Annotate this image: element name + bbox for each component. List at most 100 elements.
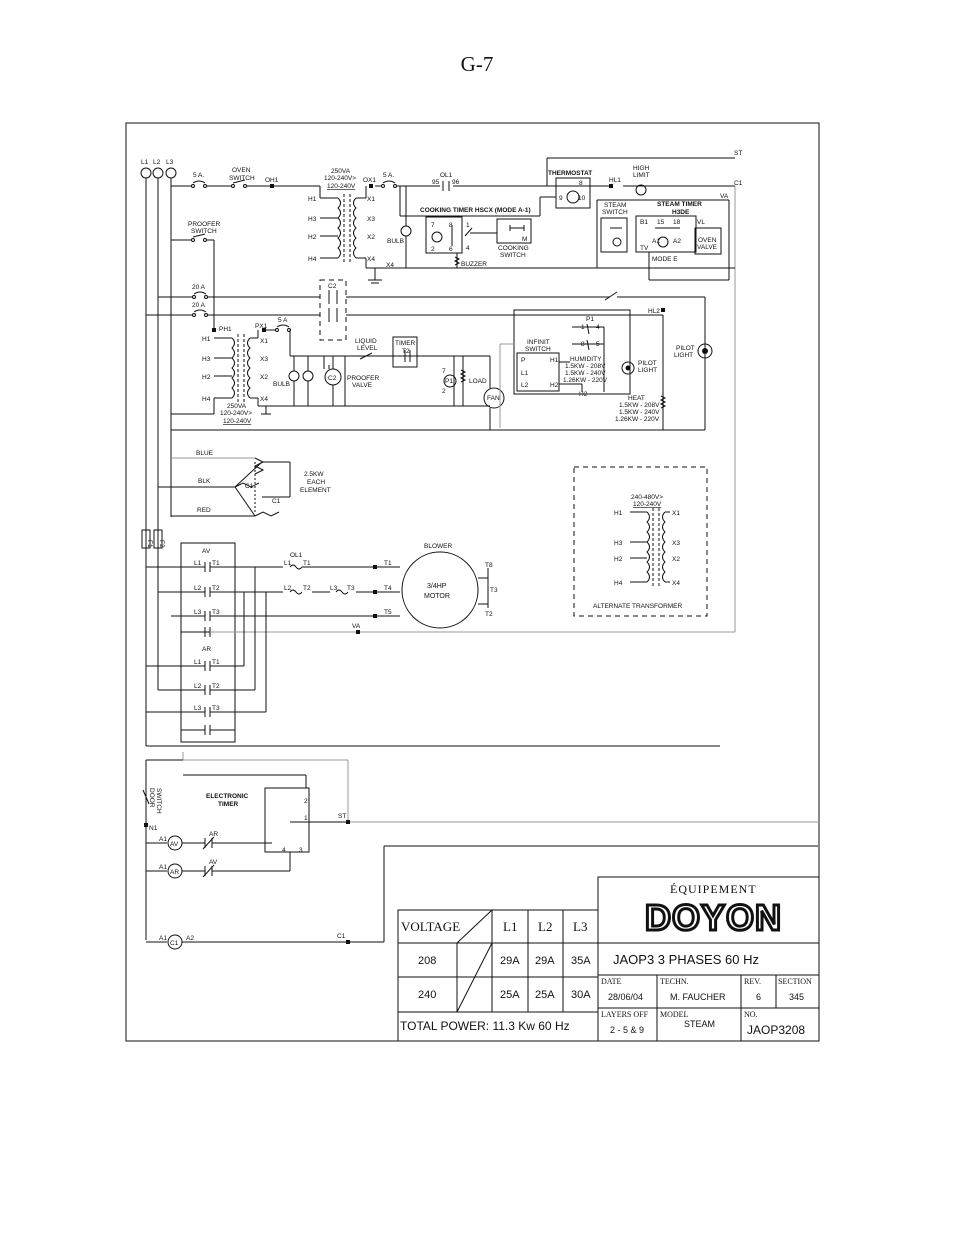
label-av: AV	[202, 548, 211, 555]
label-f2: F2	[158, 540, 165, 548]
label-t1-h4: H4	[308, 256, 317, 263]
label-liquid-level-2: LEVEL	[357, 345, 378, 352]
label-a1-c1: A1	[159, 935, 167, 942]
control-wiring-bottom	[142, 752, 820, 950]
label-et-4: 4	[282, 847, 286, 854]
label-ah2: H2	[614, 556, 623, 563]
label-ah3: H3	[614, 540, 623, 547]
label-t2-h3: H3	[202, 356, 211, 363]
power-terminals	[140, 167, 177, 179]
label-px1: PX1	[255, 323, 268, 330]
infinit-switch-block	[499, 309, 713, 428]
label-fuse-20a-1: 20 A	[192, 284, 206, 291]
label-t2-x1: X1	[260, 338, 268, 345]
label-blower: BLOWER	[424, 543, 452, 550]
label-proofer-switch-1: PROOFER	[188, 221, 220, 228]
label-coil-ar: AR	[170, 869, 179, 876]
label-hl1: HL1	[609, 177, 621, 184]
label-element-3: ELEMENT	[300, 487, 331, 494]
label-av-l1: L1	[194, 560, 202, 567]
high-limit	[635, 184, 647, 196]
contactors	[145, 542, 735, 747]
label-av-l2: L2	[194, 585, 202, 592]
label-m-t4: T4	[384, 585, 392, 592]
label-p1-2: 2	[442, 388, 446, 395]
date-value: 28/06/04	[608, 992, 643, 1002]
heating-elements	[158, 457, 291, 517]
label-ar: AR	[202, 646, 211, 653]
label-c1-el-2: C1	[272, 498, 281, 505]
bus-lines	[145, 178, 172, 712]
label-bulb-1: BULB	[387, 238, 404, 245]
label-t2-x2: X2	[260, 374, 268, 381]
label-load: LOAD	[469, 378, 487, 385]
label-av-contact: AV	[209, 859, 218, 866]
title-block	[397, 876, 820, 1042]
label-steam-switch-2: SWITCH	[602, 209, 628, 216]
label-c1-top: C1	[734, 180, 743, 187]
cooking-timer	[399, 186, 540, 268]
label-timer: TIMER	[395, 340, 416, 347]
label-av-t1: T1	[212, 560, 220, 567]
section-value: 345	[789, 992, 804, 1002]
label-ct-6: 6	[449, 246, 453, 253]
label-inf-h2: H2	[550, 382, 559, 389]
label-ah4: H4	[614, 580, 623, 587]
techn-label: TECHN.	[660, 977, 689, 986]
label-b1: B1	[640, 219, 648, 226]
label-ph1: PH1	[219, 326, 232, 333]
label-t1-h1: H1	[308, 196, 317, 203]
label-a2-steam: A2	[673, 238, 681, 245]
label-humidity-1: HUMIDITY	[570, 356, 602, 363]
label-steam-timer-1: STEAM TIMER	[657, 201, 702, 208]
label-t8: 8	[579, 180, 583, 187]
label-humidity-3: 1.5KW - 240V	[565, 370, 606, 377]
label-t2-h2: H2	[202, 374, 211, 381]
total-power: TOTAL POWER: 11.3 Kw 60 Hz	[400, 1019, 570, 1033]
label-t10: 10	[578, 195, 586, 202]
phase-header-l2: L2	[538, 919, 552, 934]
label-ar-contact: AR	[209, 831, 218, 838]
row-240-voltage: 240	[418, 989, 436, 1001]
label-t1-h3: H3	[308, 216, 317, 223]
label-proofer-valve-2: VALVE	[352, 382, 373, 389]
label-ar-t1: T1	[212, 659, 220, 666]
label-t2-x4: X4	[260, 396, 268, 403]
label-x4: X4	[386, 262, 394, 269]
thermostat	[539, 157, 735, 216]
label-inf-l1: L1	[521, 370, 529, 377]
label-n1: N1	[149, 825, 158, 832]
label-heat-4: 1.26KW - 220V	[615, 416, 660, 423]
transformer-1	[319, 186, 735, 269]
label-inf-l2: L2	[521, 382, 529, 389]
overload-and-motor	[289, 551, 489, 634]
label-high-limit-2: LIMIT	[633, 172, 650, 179]
label-hl2: HL2	[648, 308, 660, 315]
label-coil-c1: C1	[170, 940, 179, 947]
label-a1-steam: A1	[652, 238, 660, 245]
label-t1-x4: X4	[367, 256, 375, 263]
label-oven-switch-1: OVEN	[232, 167, 251, 174]
page-title: G-7	[460, 52, 494, 76]
label-pilot-light-1b: LIGHT	[638, 367, 657, 374]
label-motor-1: 3/4HP	[427, 583, 447, 590]
label-96: 96	[452, 179, 460, 186]
control-line-top	[171, 185, 736, 632]
label-l3: L3	[166, 159, 174, 166]
label-ol-l1: L1	[284, 560, 292, 567]
label-electronic-timer-2: TIMER	[218, 801, 239, 808]
label-tr2-va: 250VA	[227, 403, 247, 410]
label-p1-top: P1	[586, 316, 594, 323]
label-oh1: OH1	[265, 177, 279, 184]
label-va-top: VA	[720, 193, 729, 200]
model-value: STEAM	[684, 1019, 715, 1029]
label-infinit-switch-1: INFINIT	[527, 339, 550, 346]
row-208-l1: 29A	[500, 955, 520, 967]
label-element-1: 2.5KW	[304, 471, 324, 478]
label-95: 95	[432, 179, 440, 186]
label-tr2-v1: 120-240V>	[220, 410, 252, 417]
label-ar-l1: L1	[194, 659, 202, 666]
label-coil-av: AV	[170, 841, 179, 848]
label-buzzer: BUZZER	[461, 261, 487, 268]
